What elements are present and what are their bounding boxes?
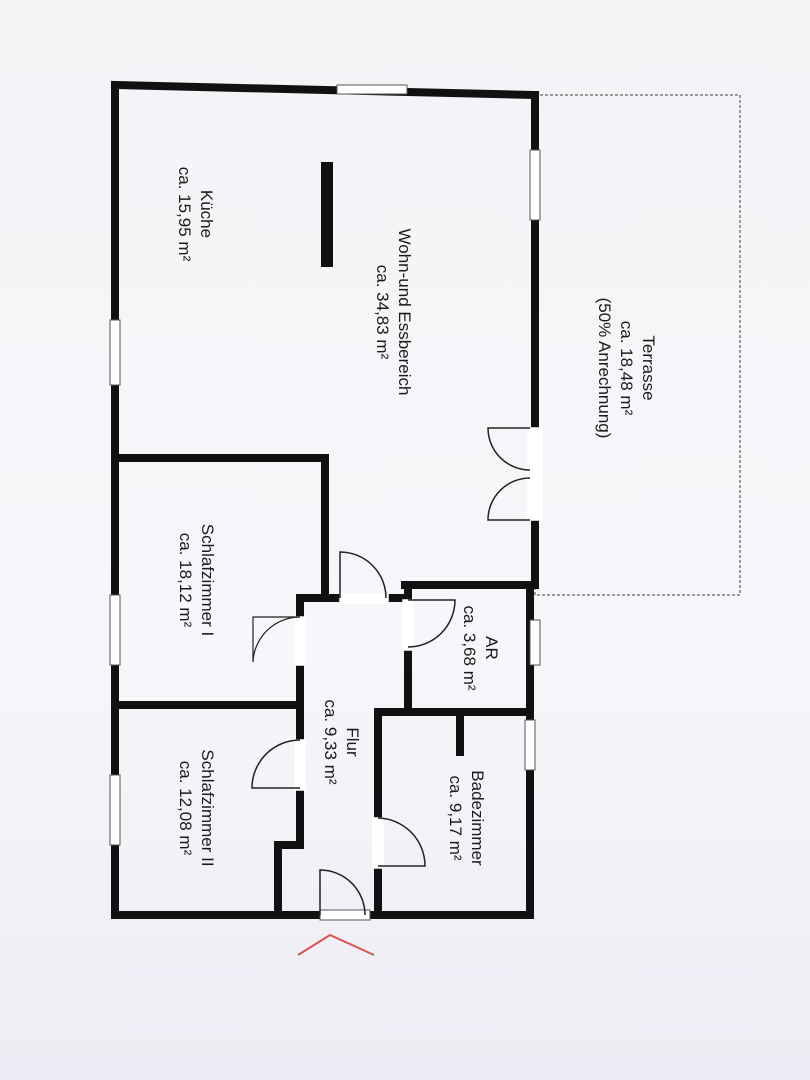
schlaf2-area: ca. 12,08 m² — [176, 760, 195, 856]
bad-name: Badezimmer — [468, 770, 487, 866]
terrasse-note: (50% Anrechnung) — [595, 297, 614, 439]
terrasse-name: Terrasse — [639, 335, 658, 401]
flur-area: ca. 9,33 m² — [321, 699, 340, 785]
doors — [251, 427, 543, 916]
kueche-name: Küche — [197, 189, 216, 239]
entrance-arrow — [297, 933, 375, 956]
schlaf1-area: ca. 18,12 m² — [176, 532, 195, 628]
kueche-area: ca. 15,95 m² — [175, 166, 194, 262]
ar-area: ca. 3,68 m² — [460, 605, 479, 691]
flur-name: Flur — [343, 727, 362, 757]
schlaf2-name: Schlafzimmer II — [198, 749, 217, 867]
bad-area: ca. 9,17 m² — [446, 775, 465, 861]
schlaf1-name: Schlafzimmer I — [198, 523, 217, 637]
terrasse-area: ca. 18,48 m² — [617, 320, 636, 416]
ar-name: AR — [482, 636, 501, 660]
windows — [109, 84, 541, 921]
kitchen-counter — [321, 162, 333, 267]
wohn-name: Wohn-und Essbereich — [395, 228, 414, 396]
wohn-area: ca. 34,83 m² — [373, 264, 392, 360]
